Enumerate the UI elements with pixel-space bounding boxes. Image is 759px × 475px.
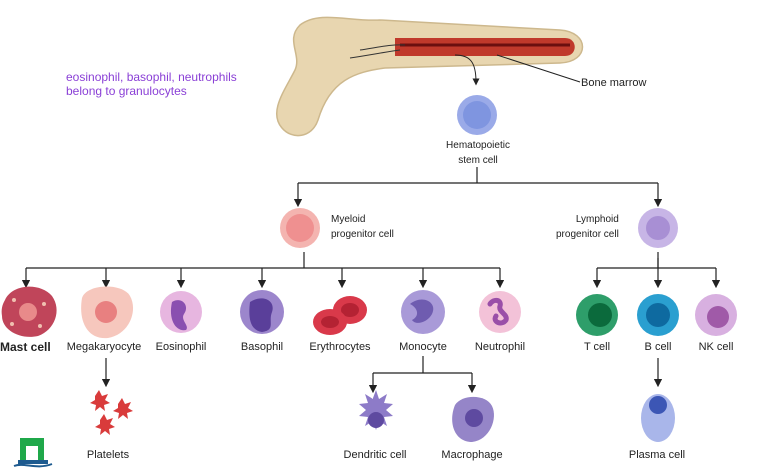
megakaryocyte-label: Megakaryocyte <box>66 341 142 353</box>
plasma-cell-label: Plasma cell <box>628 449 686 461</box>
lymphoid-label-line1: Lymphoid <box>575 214 619 225</box>
stem-cell-label-line1: Hematopoietic <box>446 140 510 151</box>
macrophage-label: Macrophage <box>441 449 503 461</box>
eosinophil-cell <box>160 291 202 333</box>
mast-cell <box>1 286 57 337</box>
dendritic-cell-label: Dendritic cell <box>343 449 407 461</box>
megakaryocyte-cell <box>81 286 134 339</box>
myeloid-label-line2: progenitor cell <box>331 229 394 240</box>
bone-marrow-pointer <box>496 54 581 83</box>
logo-icon <box>13 438 53 468</box>
eosinophil-label: Eosinophil <box>155 341 207 353</box>
nk-cell <box>695 294 737 336</box>
marrow-cavity <box>395 38 575 56</box>
bone-marrow-label: Bone marrow <box>581 77 647 89</box>
granulocyte-note-line2: belong to granulocytes <box>66 84 187 98</box>
nk-cell-label: NK cell <box>698 341 734 353</box>
t-cell-label: T cell <box>583 341 611 353</box>
monocyte-label: Monocyte <box>399 341 447 353</box>
macrophage-cell <box>452 396 494 442</box>
b-cell <box>637 294 679 336</box>
basophil-label: Basophil <box>240 341 284 353</box>
neutrophil-label: Neutrophil <box>474 341 526 353</box>
monocyte-cell <box>401 290 445 334</box>
erythrocytes-label: Erythrocytes <box>309 341 371 353</box>
platelets-label: Platelets <box>86 449 130 461</box>
stem-cell <box>457 95 497 135</box>
erythrocytes-cells <box>313 296 367 335</box>
granulocyte-note: eosinophil, basophil, neutrophils belong… <box>66 70 237 98</box>
myeloid-label-line1: Myeloid <box>331 214 366 225</box>
lymphoid-label: Lymphoid progenitor cell <box>556 212 619 242</box>
plasma-cell <box>641 394 675 442</box>
myeloid-progenitor-cell <box>280 208 320 248</box>
lymphoid-label-line2: progenitor cell <box>556 229 619 240</box>
granulocyte-note-line1: eosinophil, basophil, neutrophils <box>66 70 237 84</box>
myeloid-label: Myeloid progenitor cell <box>331 212 394 242</box>
lymphoid-progenitor-cell <box>638 208 678 248</box>
t-cell <box>576 294 618 336</box>
neutrophil-cell <box>479 291 521 333</box>
stem-cell-label: Hematopoietic stem cell <box>446 138 510 168</box>
dendritic-cell <box>359 390 393 430</box>
stem-cell-label-line2: stem cell <box>458 155 498 166</box>
platelets-cells <box>90 390 133 435</box>
mast-cell-label: Mast cell <box>0 340 51 354</box>
b-cell-label: B cell <box>644 341 672 353</box>
bone-illustration <box>276 16 584 137</box>
basophil-cell <box>240 290 284 334</box>
